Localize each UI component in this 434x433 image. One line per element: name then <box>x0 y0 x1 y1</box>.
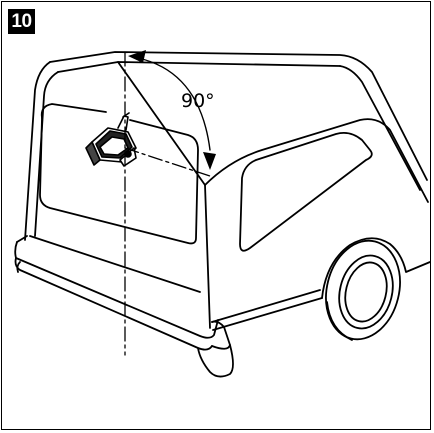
step-number-badge: 10 <box>8 9 35 34</box>
angle-label: 90° <box>181 90 215 112</box>
rear-camera-sensor-icon <box>85 112 137 167</box>
van-rear-view-icon <box>14 51 431 378</box>
right-angle-arc-icon <box>124 51 211 356</box>
